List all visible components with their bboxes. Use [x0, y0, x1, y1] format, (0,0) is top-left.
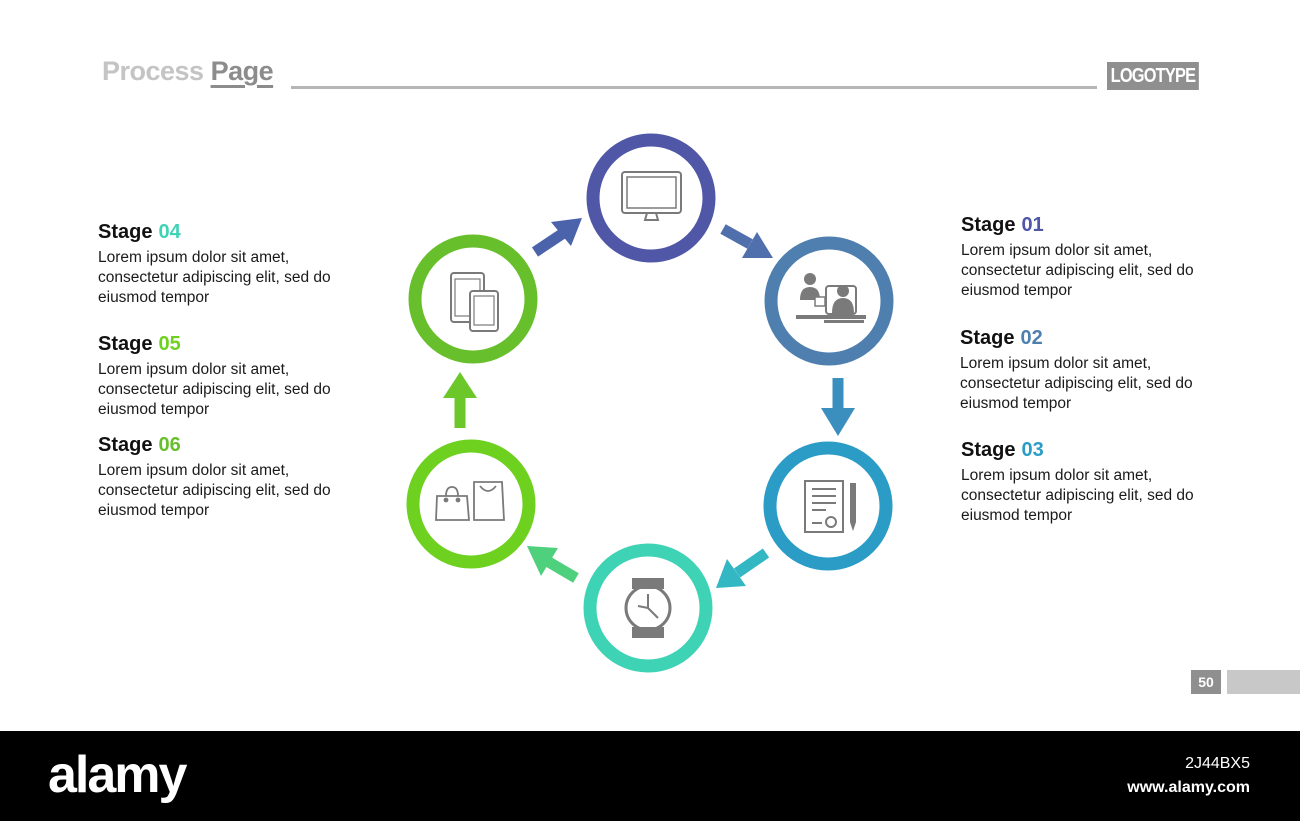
stage-03-label: Stage — [961, 439, 1016, 461]
image-id: 2J44BX5 — [1185, 755, 1250, 772]
stage-05-number: 05 — [158, 333, 181, 355]
title-rule — [291, 86, 1097, 89]
stage-04-number: 04 — [158, 221, 181, 243]
watermark-footer: alamy 2J44BX5 www.alamy.com — [0, 731, 1300, 821]
node-ring-01 — [586, 133, 716, 263]
watch-icon — [624, 578, 672, 638]
stage-06-number: 06 — [158, 434, 181, 456]
page-number-bar — [1227, 670, 1300, 694]
page-number: 50 — [1191, 670, 1221, 694]
stage-04-label: Stage — [98, 221, 153, 243]
node-ring-03 — [763, 441, 893, 571]
stage-03-text-line-1: Lorem ipsum dolor sit amet, — [961, 467, 1153, 484]
stage-01-label: Stage — [961, 214, 1016, 236]
logo: LOGOTYPE — [1107, 62, 1199, 90]
stage-04-text-line-1: Lorem ipsum dolor sit amet, — [98, 249, 290, 266]
slide: Process Page LOGOTYPE — [98, 56, 1300, 694]
arrow-06-to-01 — [531, 218, 582, 257]
stage-02-text-line-3: eiusmod tempor — [960, 395, 1072, 412]
stage-05-text-line-3: eiusmod tempor — [98, 401, 210, 418]
arrow-03-to-04 — [716, 548, 770, 588]
stage-01-text-line-2: consectetur adipiscing elit, sed do — [961, 262, 1194, 279]
stage-03-text-line-2: consectetur adipiscing elit, sed do — [961, 487, 1194, 504]
stage-06-label: Stage — [98, 434, 153, 456]
shopping-bags-icon — [435, 481, 505, 521]
arrow-05-to-06 — [443, 372, 477, 428]
stage-01-text-line-3: eiusmod tempor — [961, 282, 1073, 299]
stage-01-text-line-1: Lorem ipsum dolor sit amet, — [961, 242, 1153, 259]
arrow-04-to-05 — [527, 546, 579, 583]
meeting-icon — [796, 273, 866, 323]
stage-04-text-line-3: eiusmod tempor — [98, 289, 210, 306]
mobile-devices-icon — [450, 272, 499, 332]
certificate-icon — [804, 480, 856, 533]
stage-05-label: Stage — [98, 333, 153, 355]
stage-03-number: 03 — [1021, 439, 1044, 461]
stage-06-text-line-1: Lorem ipsum dolor sit amet, — [98, 462, 290, 479]
stage-03-text-line-3: eiusmod tempor — [961, 507, 1073, 524]
stage-01-number: 01 — [1021, 214, 1044, 236]
monitor-icon — [621, 171, 682, 221]
node-ring-05 — [406, 439, 536, 569]
footer-url: www.alamy.com — [1127, 779, 1250, 796]
page-title-part2: Page — [210, 56, 274, 86]
stage-05-text-line-2: consectetur adipiscing elit, sed do — [98, 381, 331, 398]
process-cycle-diagram — [406, 133, 894, 673]
stage-02-text-line-2: consectetur adipiscing elit, sed do — [960, 375, 1193, 392]
page-title: Process Page — [102, 56, 274, 87]
stage-04-text-line-2: consectetur adipiscing elit, sed do — [98, 269, 331, 286]
arrow-01-to-02 — [720, 224, 773, 258]
page-title-part1: Process — [102, 56, 204, 86]
stage-05-text-line-1: Lorem ipsum dolor sit amet, — [98, 361, 290, 378]
stage-02-label: Stage — [960, 327, 1015, 349]
stage-06-text-line-3: eiusmod tempor — [98, 502, 210, 519]
stage-06-text-line-2: consectetur adipiscing elit, sed do — [98, 482, 331, 499]
stage-02-text-line-1: Lorem ipsum dolor sit amet, — [960, 355, 1152, 372]
brand-logo: alamy — [48, 746, 187, 804]
arrow-02-to-03 — [821, 378, 855, 436]
stage-02-number: 02 — [1020, 327, 1043, 349]
